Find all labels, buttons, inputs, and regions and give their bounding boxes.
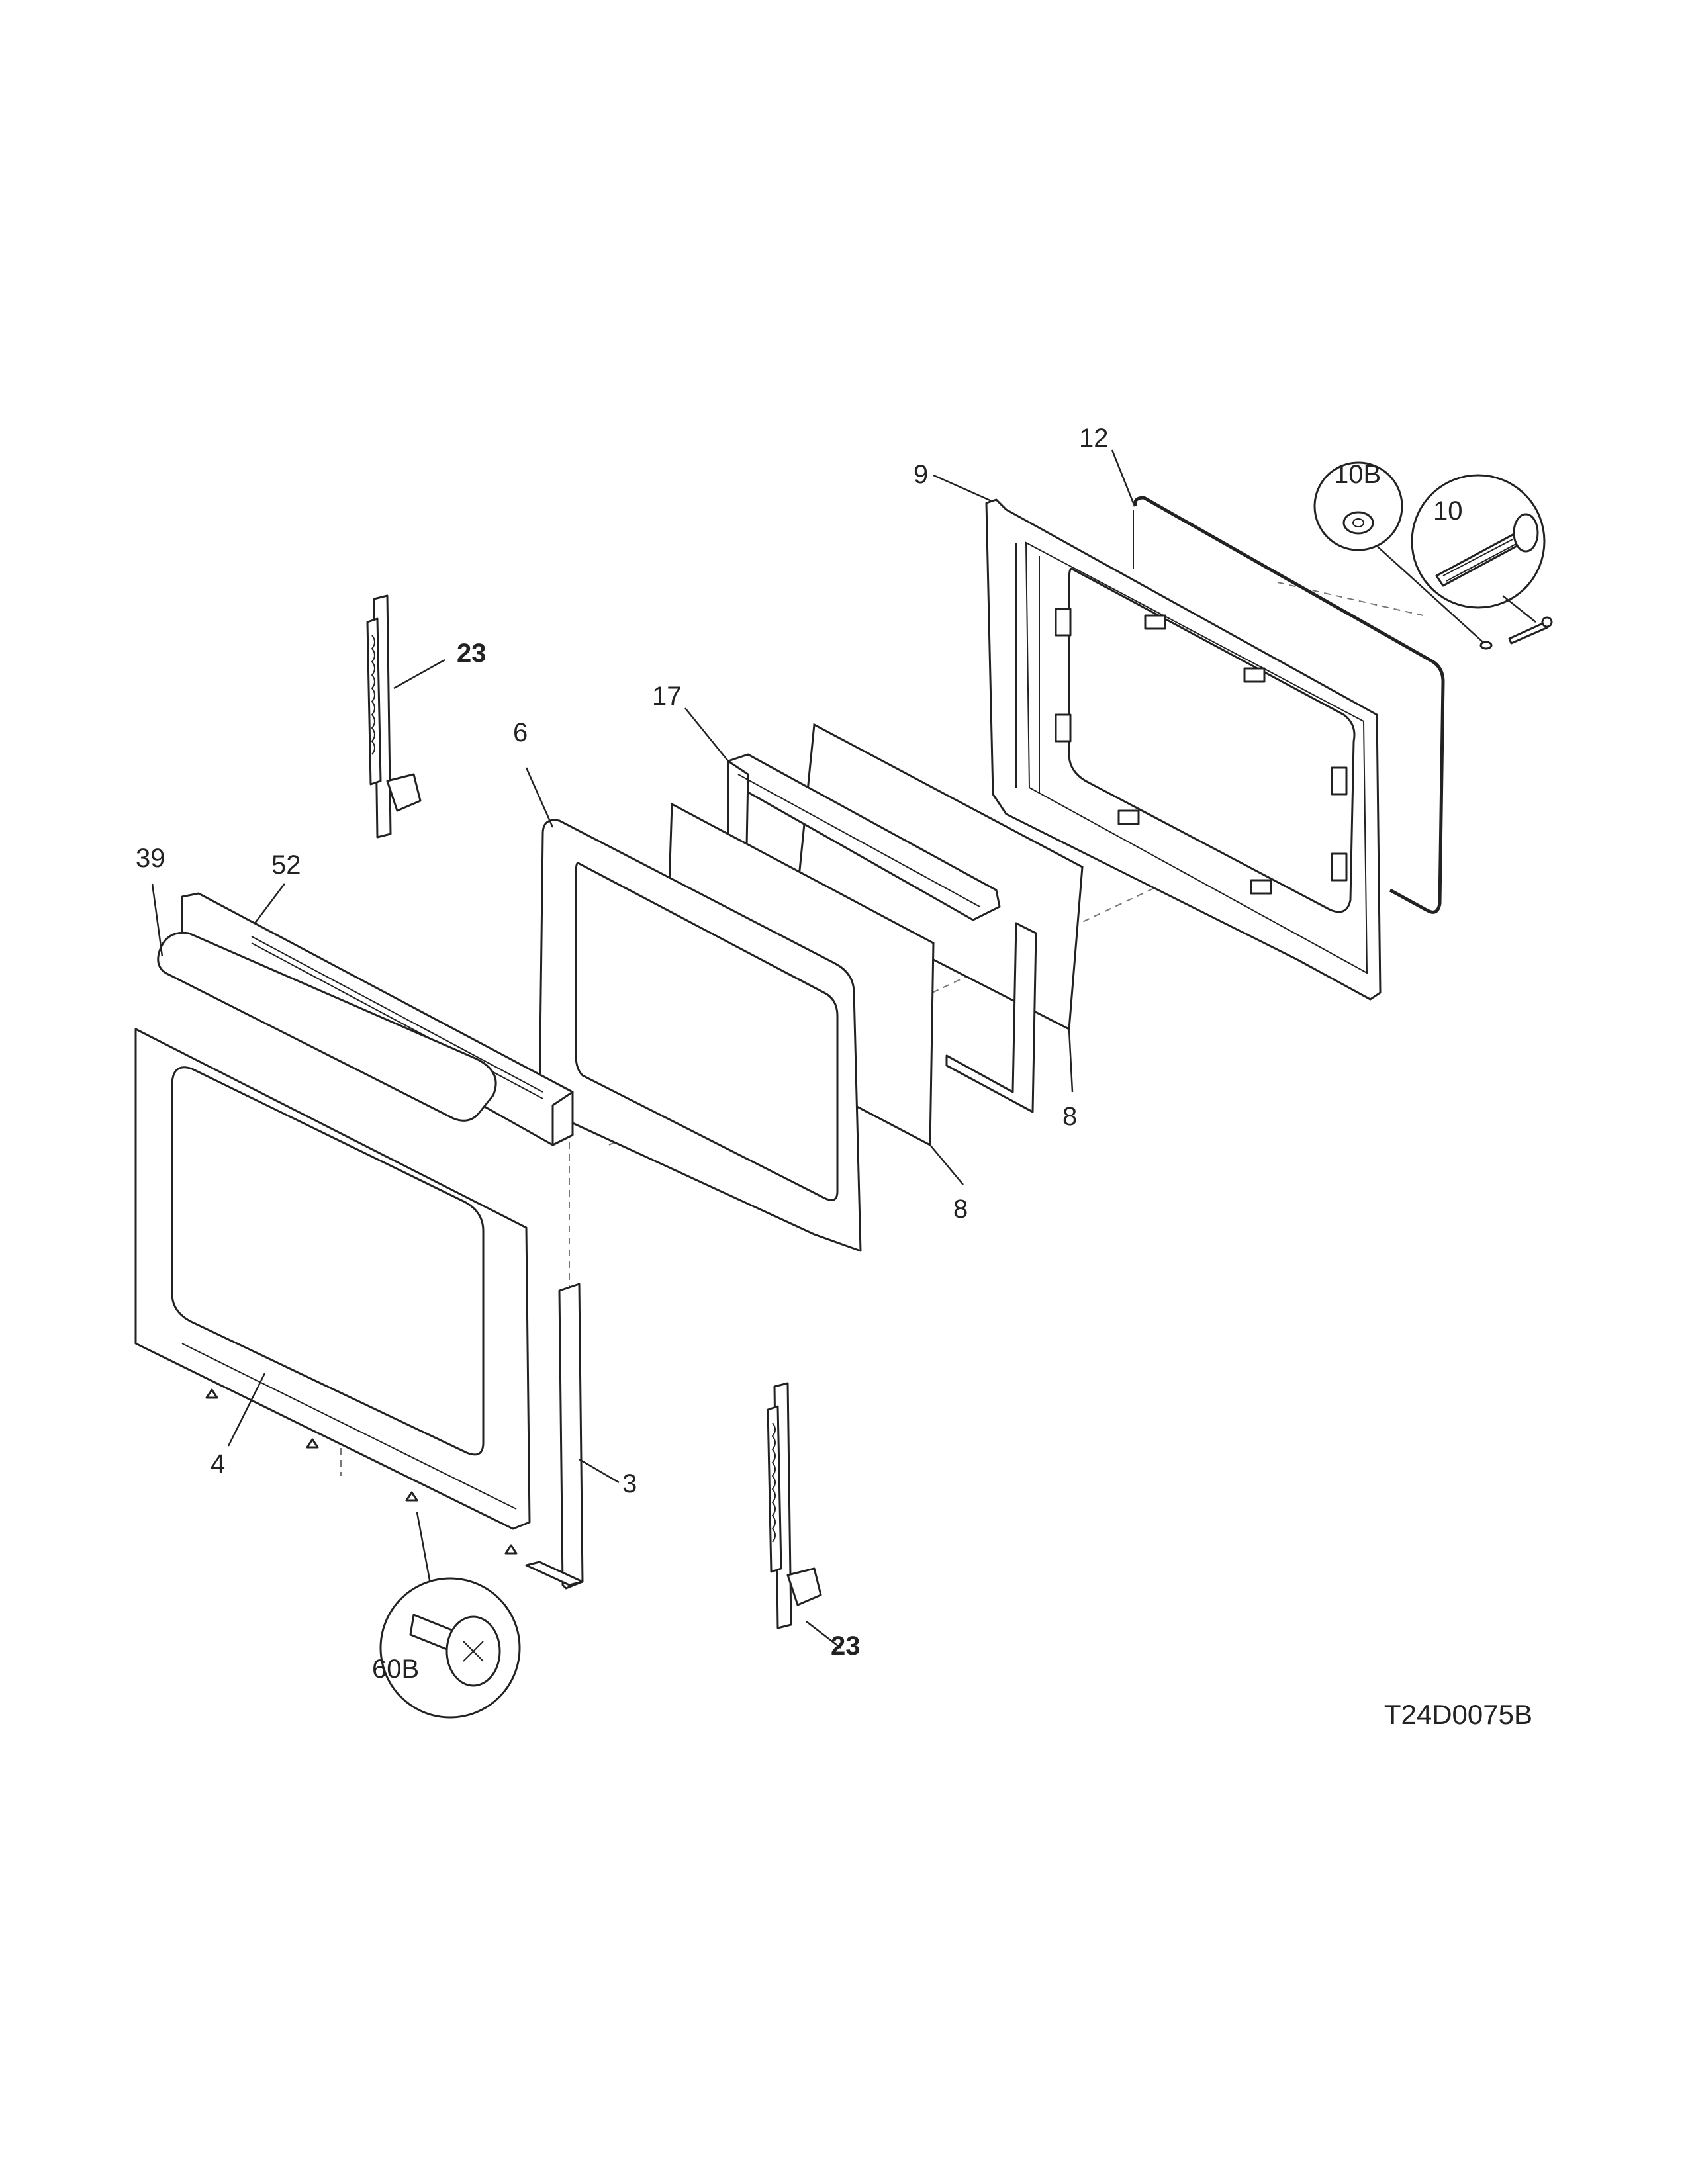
- callout-10: 10: [1433, 496, 1463, 525]
- part-9-inner-door-liner: [985, 498, 1382, 1001]
- callout-39: 39: [136, 844, 165, 873]
- diagram-code: T24D0075B: [1384, 1699, 1532, 1730]
- part-3-door-side-trim: [525, 1283, 584, 1590]
- part-39-door-handle: [157, 931, 497, 1122]
- callout-labels: 12 9 10B 10 23 17 6 39 52 8 8 4 3 60B 23: [136, 424, 1463, 1684]
- part-23-hinge-top: [366, 594, 422, 839]
- callout-52: 52: [271, 850, 301, 880]
- part-60B-screw-detail: [379, 1512, 521, 1719]
- part-12-door-gasket: [1133, 496, 1445, 914]
- part-10B-washer-detail: [1313, 461, 1493, 650]
- callout-10B: 10B: [1334, 460, 1381, 489]
- callout-60B: 60B: [372, 1655, 419, 1684]
- callout-8-left: 8: [953, 1195, 968, 1224]
- part-10-screw-detail: [1411, 474, 1553, 645]
- callout-6: 6: [513, 718, 528, 747]
- callout-3: 3: [622, 1469, 637, 1498]
- leader-lines: [151, 449, 1135, 1649]
- callout-4: 4: [211, 1449, 225, 1479]
- callout-23-bottom: 23: [831, 1631, 861, 1661]
- callout-23-top: 23: [457, 639, 487, 668]
- callout-12: 12: [1079, 424, 1109, 453]
- callout-8-right: 8: [1062, 1102, 1077, 1131]
- callout-9: 9: [914, 460, 928, 489]
- part-4-outer-door-panel: [134, 1028, 531, 1530]
- part-6-inner-door-frame: [538, 819, 862, 1252]
- door-screws: [205, 1388, 518, 1555]
- part-23-hinge-bottom: [767, 1382, 822, 1629]
- callout-17: 17: [652, 682, 682, 711]
